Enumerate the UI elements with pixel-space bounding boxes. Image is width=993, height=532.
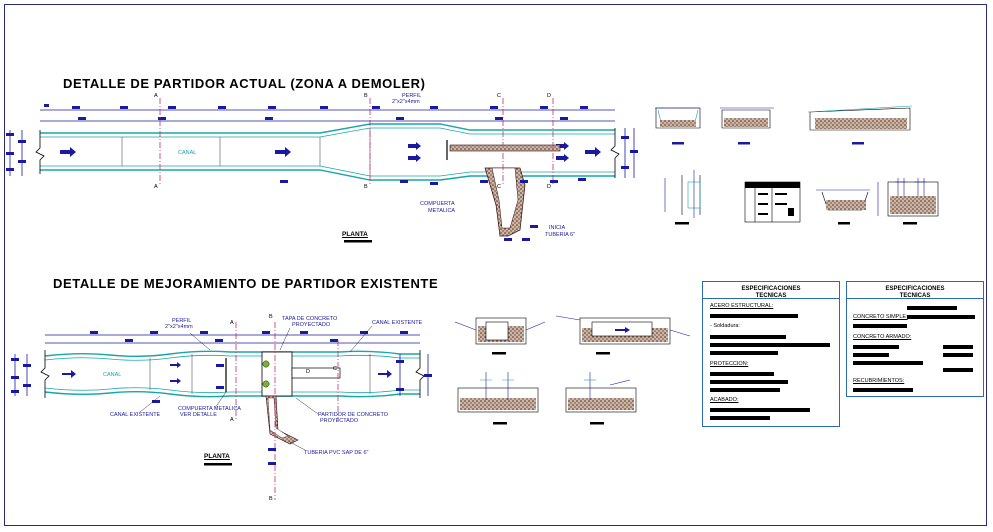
spec-bar bbox=[710, 343, 830, 347]
specs-left-header-line2: TECNICAS bbox=[755, 293, 787, 299]
tuberia-label-bottom: TUBERIA PVC SAP DE 6" bbox=[304, 450, 369, 456]
compuerta-label-top: COMPUERTA bbox=[420, 201, 455, 207]
spec-acabado: ACABADO: bbox=[710, 397, 739, 403]
section-mark-bottom-c: C bbox=[333, 366, 337, 372]
spec-bar bbox=[853, 361, 923, 365]
title-partidor-actual: DETALLE DE PARTIDOR ACTUAL (ZONA A DEMOL… bbox=[63, 76, 426, 91]
perfil-dim-bottom: 2"x2"x4mm bbox=[165, 324, 193, 330]
specs-right-header-line2: TECNICAS bbox=[899, 293, 931, 299]
drawing-frame bbox=[4, 4, 987, 526]
spec-bar bbox=[710, 388, 780, 392]
bottom-plan bbox=[11, 322, 432, 500]
section-mark-d2: D bbox=[547, 184, 551, 190]
compuerta-sub-top: METALICA bbox=[428, 208, 456, 214]
spec-bar bbox=[710, 408, 810, 412]
canal-label-bottom: CANAL bbox=[103, 372, 122, 378]
section-mark-bottom-a2: A bbox=[230, 417, 234, 423]
section-mark-b2: B bbox=[364, 184, 368, 190]
canal-existente-right: CANAL EXISTENTE bbox=[372, 320, 423, 326]
partidor-sub: PROYECTADO bbox=[320, 418, 359, 424]
spec-bar bbox=[710, 351, 778, 355]
perfil-label-top: PERFIL bbox=[402, 93, 422, 99]
specs-right-header: ESPECIFICACIONES TECNICAS bbox=[847, 282, 983, 299]
section-mark-bottom-b2: B bbox=[269, 496, 273, 502]
tuberia-label-top: TUBERIA 6" bbox=[545, 232, 576, 238]
compuerta-label-bottom: COMPUERTA METALICA bbox=[178, 406, 241, 412]
spec-recubrimientos: RECUBRIMIENTOS: bbox=[853, 378, 905, 384]
spec-concreto-simple: CONCRETO SIMPLE: bbox=[853, 314, 908, 320]
spec-bar bbox=[710, 416, 770, 420]
spec-bar bbox=[853, 388, 913, 392]
section-mark-a2: A bbox=[154, 184, 158, 190]
tapa-label: TAPA DE CONCRETO bbox=[282, 316, 338, 322]
title-mejoramiento: DETALLE DE MEJORAMIENTO DE PARTIDOR EXIS… bbox=[53, 276, 439, 291]
tapa-sub: PROYECTADO bbox=[292, 322, 331, 328]
spec-bar bbox=[710, 335, 786, 339]
spec-bar bbox=[853, 353, 889, 357]
spec-bar bbox=[907, 315, 975, 319]
section-mark-c1: C bbox=[497, 93, 501, 99]
top-plan bbox=[6, 98, 638, 243]
top-sections bbox=[655, 105, 939, 225]
perfil-label-bottom: PERFIL bbox=[172, 318, 192, 324]
section-mark-d1: D bbox=[547, 93, 551, 99]
specs-right-box: ESPECIFICACIONES TECNICAS CONCRETO SIMPL… bbox=[846, 281, 984, 397]
specs-left-header-line1: ESPECIFICACIONES bbox=[741, 286, 801, 292]
section-mark-c2: C bbox=[497, 184, 501, 190]
spec-concreto-armado: CONCRETO ARMADO: bbox=[853, 334, 912, 340]
compuerta-sub-bottom: VER DETALLE bbox=[180, 412, 217, 418]
spec-bar bbox=[943, 353, 973, 357]
spec-acero: ACERO ESTRUCTURAL: bbox=[710, 303, 774, 309]
spec-bar bbox=[710, 372, 774, 376]
spec-bar bbox=[710, 380, 788, 384]
spec-bar bbox=[943, 368, 973, 372]
spec-bar bbox=[853, 324, 907, 328]
section-mark-b1: B bbox=[364, 93, 368, 99]
specs-right-header-line1: ESPECIFICACIONES bbox=[885, 286, 945, 292]
planta-label-top: PLANTA bbox=[342, 231, 368, 238]
specs-left-header: ESPECIFICACIONES TECNICAS bbox=[703, 282, 839, 299]
bottom-sections bbox=[454, 315, 691, 425]
section-mark-bottom-a1: A bbox=[230, 320, 234, 326]
section-mark-bottom-d: D bbox=[306, 369, 310, 375]
canal-existente-left: CANAL EXISTENTE bbox=[110, 412, 161, 418]
section-mark-bottom-b1: B bbox=[269, 314, 273, 320]
section-mark-a1: A bbox=[154, 93, 158, 99]
planta-label-bottom: PLANTA bbox=[204, 453, 230, 460]
spec-bar bbox=[710, 314, 798, 318]
spec-bar bbox=[853, 345, 899, 349]
spec-soldadura: - Soldadura: bbox=[710, 323, 740, 329]
spec-bar bbox=[907, 306, 957, 310]
specs-left-box: ESPECIFICACIONES TECNICAS ACERO ESTRUCTU… bbox=[702, 281, 840, 427]
perfil-dim-top: 2"x2"x4mm bbox=[392, 99, 420, 105]
canal-label-top: CANAL bbox=[178, 150, 197, 156]
spec-proteccion: PROTECCION: bbox=[710, 361, 749, 367]
spec-bar bbox=[943, 345, 973, 349]
partidor-label: PARTIDOR DE CONCRETO bbox=[318, 412, 388, 418]
inicia-label: INICIA bbox=[549, 225, 566, 231]
